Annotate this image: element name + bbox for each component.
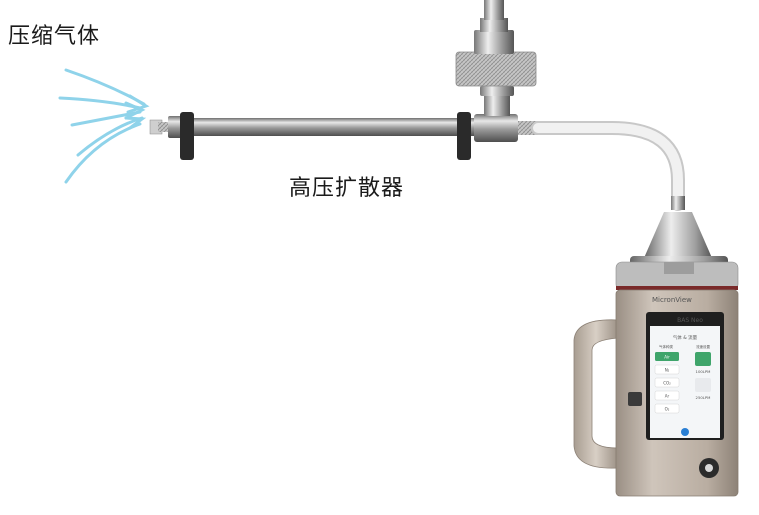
gas-flow-arrows bbox=[58, 68, 150, 184]
gas-option-air-label: Air bbox=[664, 355, 670, 360]
flow-option-250[interactable] bbox=[695, 378, 711, 392]
clamp-left bbox=[180, 112, 194, 160]
bas-neo-device: MicronView BAS Neo 气体 & 流量 气体种类 流速设置 Air… bbox=[573, 196, 739, 497]
gas-option-ar-label: Ar bbox=[665, 394, 670, 399]
gas-option-air[interactable] bbox=[655, 352, 679, 361]
gas-option-co2[interactable] bbox=[654, 377, 680, 388]
screen-header: 气体 & 流量 bbox=[673, 334, 698, 341]
gas-option-o2[interactable] bbox=[654, 403, 680, 414]
col-gas-type: 气体种类 bbox=[659, 344, 673, 349]
connection-hose bbox=[531, 121, 685, 211]
gas-option-o2-label: O₂ bbox=[665, 407, 670, 412]
high-pressure-diffuser bbox=[149, 0, 538, 160]
device-handle bbox=[573, 319, 619, 469]
gas-option-n2-label: N₂ bbox=[665, 368, 670, 373]
flow-option-100[interactable] bbox=[695, 352, 711, 366]
diffuser-label: 高压扩散器 bbox=[289, 176, 405, 201]
gas-option-n2[interactable] bbox=[654, 364, 680, 375]
confirm-button[interactable] bbox=[681, 428, 689, 436]
filter-housing bbox=[455, 51, 537, 87]
nfc-icon bbox=[628, 392, 642, 406]
clamp-right bbox=[457, 112, 471, 160]
gas-option-co2-label: CO₂ bbox=[663, 381, 671, 386]
model-label: BAS Neo bbox=[677, 317, 703, 324]
col-flow-rate: 流速设置 bbox=[696, 344, 710, 349]
device-screen: BAS Neo 气体 & 流量 气体种类 流速设置 Air N₂ CO₂ Ar … bbox=[646, 312, 724, 440]
t-junction bbox=[474, 114, 518, 142]
brand-label: MicronView bbox=[652, 296, 692, 304]
flow-option-250-label: 250LPM bbox=[696, 395, 711, 400]
flow-option-100-label: 100LPM bbox=[696, 369, 711, 374]
compressed-gas-label: 压缩气体 bbox=[8, 24, 101, 49]
gas-option-ar[interactable] bbox=[654, 390, 680, 401]
